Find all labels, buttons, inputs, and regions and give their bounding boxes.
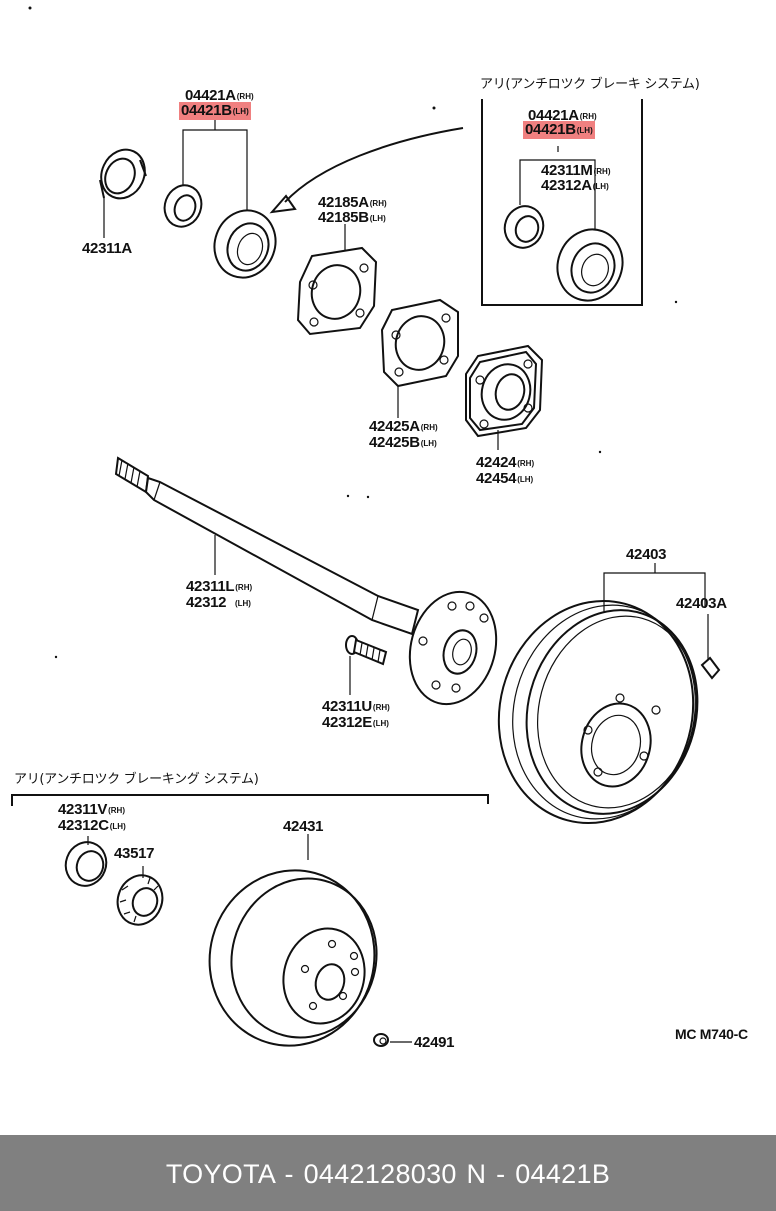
label-42424[interactable]: 42424(RH) — [476, 454, 535, 471]
label-abs-04421b-highlighted[interactable]: 04421B(LH) — [523, 121, 595, 139]
label-42312c[interactable]: 42312C(LH) — [58, 817, 126, 834]
parts-diagram — [11, 6, 721, 1064]
hub-bolt-42311u[interactable] — [345, 635, 388, 666]
label-42311m[interactable]: 42311M(RH) — [541, 162, 611, 179]
label-42185a[interactable]: 42185A(RH) — [318, 194, 387, 211]
abs-oil-seal-42311v[interactable] — [60, 836, 113, 891]
abs-sensor-rotor-43517[interactable] — [111, 869, 169, 931]
label-abs-04421a[interactable]: 04421A(RH) — [528, 107, 597, 124]
label-42312[interactable]: 42312 (LH) — [186, 594, 251, 611]
label-42425a[interactable]: 42425A(RH) — [369, 418, 438, 435]
axle-shaft-42311l[interactable] — [114, 456, 508, 714]
label-42311l[interactable]: 42311L(RH) — [186, 578, 253, 595]
label-42454[interactable]: 42454(LH) — [476, 470, 534, 487]
label-42311u[interactable]: 42311U(RH) — [322, 698, 390, 715]
disc-rotor-42431[interactable] — [190, 852, 394, 1064]
label-42425b[interactable]: 42425B(LH) — [369, 434, 437, 451]
bearing-outer-race[interactable] — [205, 202, 285, 286]
brake-drum-42403[interactable] — [474, 579, 720, 845]
label-04421b-highlighted[interactable]: 04421B(LH) — [179, 102, 251, 120]
label-42403[interactable]: 42403 — [626, 546, 667, 563]
abs-bearing-race[interactable] — [548, 220, 633, 310]
bearing-inner-ring[interactable] — [159, 180, 207, 232]
gasket-42185[interactable] — [296, 246, 378, 336]
label-42403a[interactable]: 42403A — [676, 595, 727, 612]
nut-42491[interactable] — [373, 1033, 389, 1047]
label-42311v[interactable]: 42311V(RH) — [58, 801, 125, 818]
abs-box-title: アリ(アンチロツク ブレーキ システム) — [480, 77, 700, 92]
bearing-retainer-42424[interactable] — [465, 344, 544, 438]
part-number-caption: TOYOTA - 0442128030 N - 04421B — [165, 1159, 611, 1189]
label-42491[interactable]: 42491 — [414, 1034, 455, 1051]
abs-bottom-title: アリ(アンチロツク ブレーキング システム) — [14, 772, 259, 787]
abs-bearing-ring[interactable] — [499, 201, 549, 253]
label-42312a[interactable]: 42312A(LH) — [541, 177, 609, 194]
gasket-42425[interactable] — [380, 298, 459, 388]
label-42431[interactable]: 42431 — [283, 818, 324, 835]
label-42312e[interactable]: 42312E(LH) — [322, 714, 389, 731]
label-43517[interactable]: 43517 — [114, 845, 155, 862]
label-42185b[interactable]: 42185B(LH) — [318, 209, 386, 226]
diagram-code: MC M740-C — [675, 1026, 748, 1042]
footer-bar: TOYOTA - 0442128030 N - 04421B — [0, 1135, 776, 1211]
label-42311a[interactable]: 42311A — [82, 240, 132, 257]
oil-seal-42311a[interactable] — [93, 142, 152, 205]
label-04421a[interactable]: 04421A(RH) — [185, 87, 254, 104]
drum-hole-plug-42403a[interactable] — [700, 656, 721, 680]
